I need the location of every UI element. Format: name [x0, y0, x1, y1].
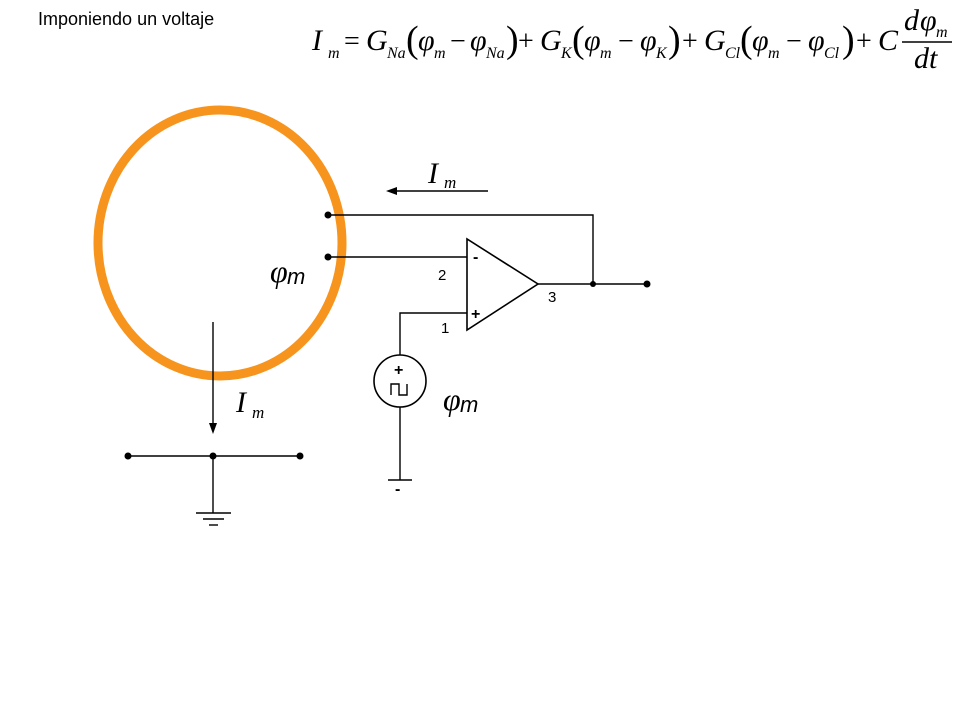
source-minus-sign: -: [395, 481, 400, 498]
eq-frac-num-phi: φ: [920, 4, 937, 37]
eq-phi-na: φ: [470, 24, 487, 57]
eq-gna-sub: Na: [386, 45, 406, 62]
eq-equals: =: [344, 26, 360, 57]
eq-paren-open-1: (: [406, 19, 419, 61]
eq-capacitance: C: [878, 24, 899, 57]
eq-gcl-sub: Cl: [725, 45, 741, 62]
eq-phi-k-sub: K: [655, 45, 668, 62]
eq-paren-open-2: (: [572, 19, 585, 61]
current-label-bottom-sub: m: [252, 403, 264, 422]
slide-title: Imponiendo un voltaje: [38, 9, 215, 29]
eq-plus-3: +: [856, 26, 872, 57]
eq-frac-num-d: d: [904, 4, 920, 37]
op-amp-pin-2: 2: [438, 267, 446, 284]
eq-phi-2: φ: [584, 24, 601, 57]
op-amp-pin-3: 3: [548, 289, 556, 306]
membrane-current-equation: I m = G Na ( φ m − φ Na ) + G K ( φ m − …: [311, 4, 952, 75]
eq-gcl: G: [704, 24, 726, 57]
eq-paren-open-3: (: [740, 19, 753, 61]
current-label-top-sub: m: [444, 173, 456, 192]
eq-paren-close-3: ): [842, 19, 855, 61]
eq-phi-cl-sub: Cl: [824, 45, 840, 62]
eq-phi-k: φ: [640, 24, 657, 57]
eq-paren-close-1: ): [506, 19, 519, 61]
eq-frac-num-sub: m: [936, 24, 948, 41]
membrane-potential-label-sub: m: [287, 264, 305, 289]
eq-gna: G: [366, 24, 388, 57]
current-label-bottom: I: [235, 386, 248, 419]
source-voltage-label-sub: m: [460, 392, 478, 417]
eq-phi-3: φ: [752, 24, 769, 57]
cell-membrane: [93, 105, 347, 381]
op-amp-pin-1: 1: [441, 320, 449, 337]
op-amp-plus-sign: +: [471, 306, 480, 323]
feedback-wire: [328, 214, 594, 284]
eq-phi-1: φ: [418, 24, 435, 57]
eq-minus-2: −: [618, 26, 634, 57]
output-junction-node: [590, 281, 596, 287]
eq-lhs: I: [311, 24, 324, 57]
membrane-potential-label: φ: [270, 253, 288, 289]
current-arrow-top-head: [386, 187, 397, 195]
eq-plus-2: +: [682, 26, 698, 57]
square-wave-icon: [390, 383, 408, 396]
bath-node-left: [124, 452, 132, 460]
op-amp-minus-sign: -: [473, 249, 478, 266]
current-arrow-bottom-head: [209, 423, 217, 434]
source-plus-sign: +: [394, 362, 403, 379]
eq-phi-3-sub: m: [768, 45, 780, 62]
eq-minus-3: −: [786, 26, 802, 57]
noninverting-input-wire: [399, 312, 467, 355]
source-voltage-label: φ: [443, 381, 461, 417]
eq-frac-den: dt: [914, 42, 938, 75]
output-terminal-node: [643, 280, 651, 288]
eq-paren-close-2: ): [668, 19, 681, 61]
eq-phi-cl: φ: [808, 24, 825, 57]
eq-phi-2-sub: m: [600, 45, 612, 62]
eq-phi-na-sub: Na: [485, 45, 505, 62]
bath-node-right: [296, 452, 304, 460]
eq-gk-sub: K: [560, 45, 573, 62]
eq-phi-1-sub: m: [434, 45, 446, 62]
eq-lhs-sub: m: [328, 45, 340, 62]
op-amp: [466, 237, 540, 332]
current-label-top: I: [427, 157, 440, 190]
eq-minus-1: −: [450, 26, 466, 57]
eq-plus-1: +: [518, 26, 534, 57]
eq-gk: G: [540, 24, 562, 57]
